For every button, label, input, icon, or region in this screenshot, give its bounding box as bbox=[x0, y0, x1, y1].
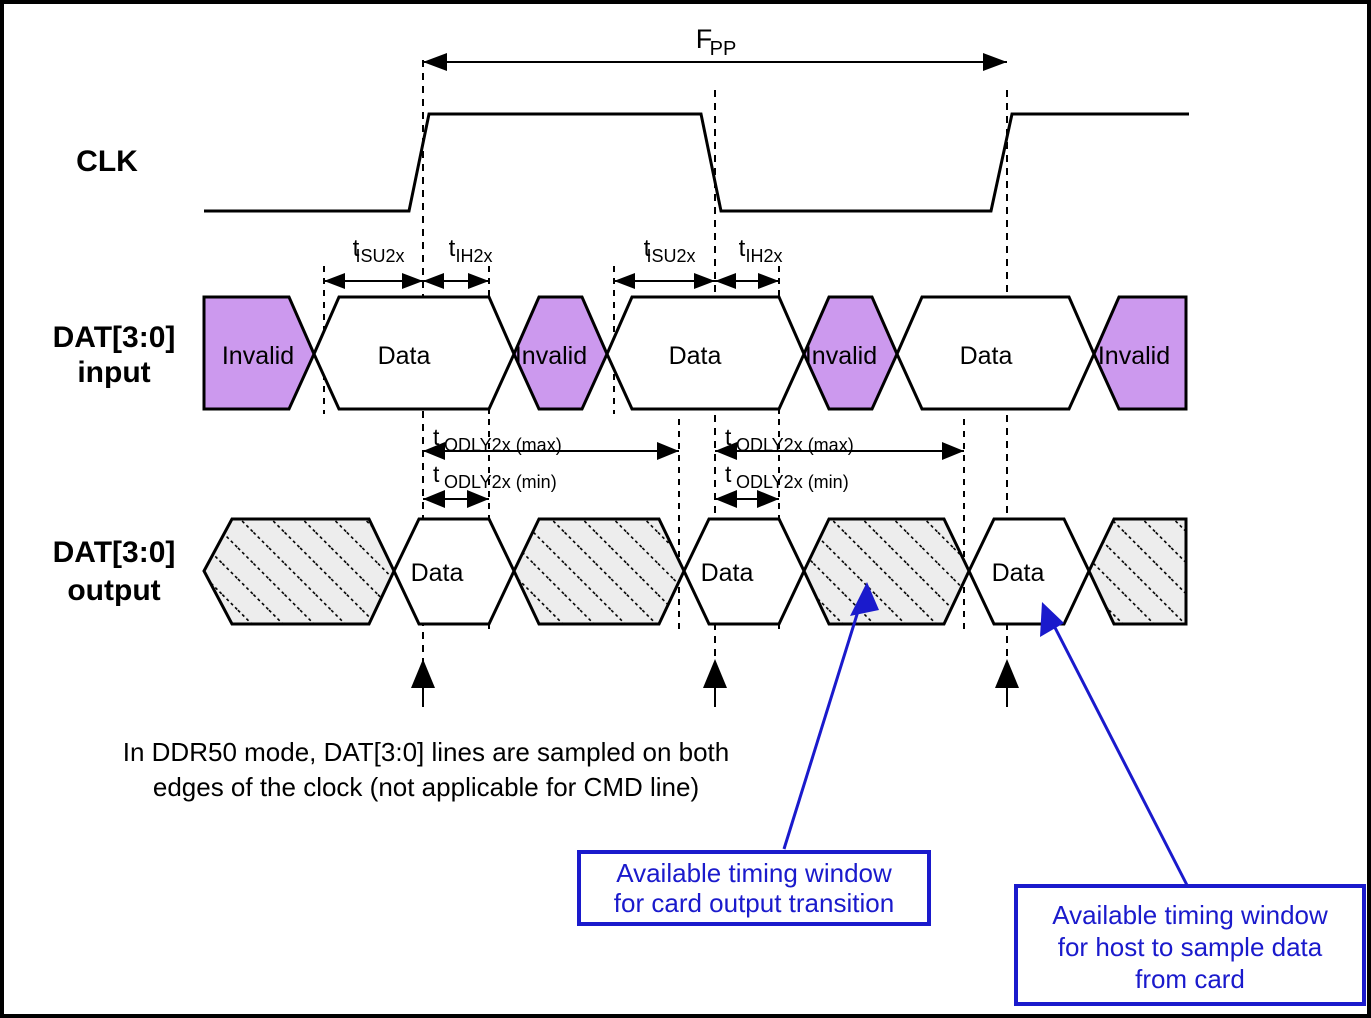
sample-arrow-2-head bbox=[703, 659, 727, 688]
output-cell-hatched-0 bbox=[202, 517, 396, 626]
fpp-symbol-sub: PP bbox=[710, 38, 737, 60]
tih2x-2-arrow-left bbox=[715, 273, 736, 289]
todly2x-min-2-sub: ODLY2x (min) bbox=[736, 472, 849, 492]
input-cell-label-1: Data bbox=[378, 342, 431, 370]
fpp-arrowhead-left bbox=[423, 53, 447, 71]
tih2x-2-sub: IH2x bbox=[745, 246, 782, 266]
fpp-symbol-main: F bbox=[696, 24, 713, 54]
tisu2x-2-sub: ISU2x bbox=[646, 246, 695, 266]
todly2x-min-dimension-2: t ODLY2x (min) bbox=[715, 461, 849, 508]
input-cell-label-6: Invalid bbox=[1098, 342, 1170, 370]
callout-1-box bbox=[577, 850, 931, 926]
input-cell-label-5: Data bbox=[960, 342, 1013, 370]
todly2x-max-1-arrow-left bbox=[423, 442, 445, 460]
callout-1-arrowhead bbox=[850, 582, 879, 616]
input-cell-invalid-6 bbox=[1092, 295, 1188, 411]
callout-1-line-1: Available timing window bbox=[616, 858, 892, 888]
output-cell-hatched-6 bbox=[1087, 517, 1188, 626]
todly2x-max-2-arrow-right bbox=[942, 442, 964, 460]
input-cell-label-4: Invalid bbox=[805, 342, 877, 370]
output-cell-label-3: Data bbox=[701, 559, 754, 587]
todly2x-min-1-arrow-right bbox=[467, 490, 489, 508]
fpp-arrowhead-right bbox=[983, 53, 1007, 71]
tisu2x-dimension-1: t ISU2x bbox=[324, 235, 423, 289]
row-label-dat-output-line2: output bbox=[67, 574, 160, 607]
input-cell-label-0: Invalid bbox=[222, 342, 294, 370]
callout-host-sample-data: Available timing window for host to samp… bbox=[1014, 602, 1366, 1006]
callout-2-line-3: from card bbox=[1135, 964, 1245, 994]
figure-caption: In DDR50 mode, DAT[3:0] lines are sample… bbox=[123, 737, 730, 802]
clk-waveform bbox=[204, 112, 1189, 213]
tisu2x-1-sub: ISU2x bbox=[355, 246, 404, 266]
callout-2-leader-line bbox=[1045, 611, 1191, 890]
todly2x-max-dimension-2: t ODLY2x (max) bbox=[715, 424, 964, 460]
row-label-dat-input: DAT[3:0] input bbox=[53, 321, 176, 389]
callout-1-line-2: for card output transition bbox=[614, 888, 894, 918]
dat-output-bus: Data Data Data bbox=[202, 517, 1188, 626]
row-label-dat-input-line2: input bbox=[77, 356, 150, 389]
caption-line-2: edges of the clock (not applicable for C… bbox=[153, 772, 699, 802]
tisu2x-1-main: t bbox=[353, 235, 360, 262]
callout-2-box bbox=[1014, 884, 1366, 1006]
tih2x-1-sub: IH2x bbox=[455, 246, 492, 266]
tih2x-dimension-2: t IH2x bbox=[715, 235, 783, 289]
todly2x-max-dimension-1: t ODLY2x (max) bbox=[423, 424, 679, 460]
output-cell-hatched-4 bbox=[802, 517, 971, 626]
dat-input-bus: Invalid Data Invalid Data Invalid Data I… bbox=[202, 295, 1188, 411]
todly2x-max-2-arrow-left bbox=[715, 442, 737, 460]
fpp-dimension: F PP bbox=[423, 24, 1007, 71]
tisu2x-2-arrow-left bbox=[614, 273, 635, 289]
sample-point-arrow-3 bbox=[995, 659, 1019, 707]
sample-point-arrow-2 bbox=[703, 659, 727, 707]
todly2x-min-2-arrow-right bbox=[757, 490, 779, 508]
todly2x-min-dimension-1: t ODLY2x (min) bbox=[423, 461, 557, 508]
todly2x-min-1-arrow-left bbox=[423, 490, 445, 508]
input-cell-invalid-0 bbox=[202, 295, 316, 411]
todly2x-max-1-main: t bbox=[433, 424, 440, 450]
input-cell-label-2: Invalid bbox=[515, 342, 587, 370]
clk-signal-path bbox=[204, 112, 1189, 213]
callout-1-leader-line bbox=[782, 591, 866, 850]
output-cell-label-5: Data bbox=[992, 559, 1045, 587]
callout-2-line-1: Available timing window bbox=[1052, 900, 1328, 930]
tih2x-dimension-1: t IH2x bbox=[423, 235, 493, 289]
todly2x-max-2-main: t bbox=[725, 424, 732, 450]
tih2x-2-arrow-right bbox=[758, 273, 779, 289]
callout-2-line-2: for host to sample data bbox=[1058, 932, 1323, 962]
tisu2x-1-arrow-right bbox=[402, 273, 423, 289]
callout-2-arrowhead bbox=[1040, 602, 1064, 637]
tih2x-1-main: t bbox=[449, 235, 456, 262]
todly2x-min-1-sub: ODLY2x (min) bbox=[444, 472, 557, 492]
tisu2x-2-main: t bbox=[644, 235, 651, 262]
caption-line-1: In DDR50 mode, DAT[3:0] lines are sample… bbox=[123, 737, 730, 767]
todly2x-min-2-main: t bbox=[725, 461, 732, 487]
row-label-clk: CLK bbox=[76, 145, 138, 178]
timing-diagram-canvas: CLK DAT[3:0] input DAT[3:0] output F PP bbox=[53, 24, 1366, 1006]
tisu2x-2-arrow-right bbox=[694, 273, 715, 289]
tisu2x-dimension-2: t ISU2x bbox=[614, 235, 715, 289]
todly2x-min-1-main: t bbox=[433, 461, 440, 487]
output-cell-hatched-2 bbox=[512, 517, 686, 626]
tih2x-1-arrow-right bbox=[468, 273, 489, 289]
row-label-clk-text: CLK bbox=[76, 145, 138, 178]
input-cell-label-3: Data bbox=[669, 342, 722, 370]
sample-arrow-1-head bbox=[411, 659, 435, 688]
row-label-dat-input-line1: DAT[3:0] bbox=[53, 321, 176, 354]
sample-arrow-3-head bbox=[995, 659, 1019, 688]
row-label-dat-output: DAT[3:0] output bbox=[53, 536, 176, 607]
row-label-dat-output-line1: DAT[3:0] bbox=[53, 536, 176, 569]
tisu2x-1-arrow-left bbox=[324, 273, 345, 289]
tih2x-1-arrow-left bbox=[423, 273, 444, 289]
todly2x-min-2-arrow-left bbox=[715, 490, 737, 508]
sample-point-arrow-1 bbox=[411, 659, 435, 707]
todly2x-max-1-arrow-right bbox=[657, 442, 679, 460]
tih2x-2-main: t bbox=[739, 235, 746, 262]
callout-card-output-transition: Available timing window for card output … bbox=[577, 582, 931, 926]
output-cell-label-1: Data bbox=[411, 559, 464, 587]
